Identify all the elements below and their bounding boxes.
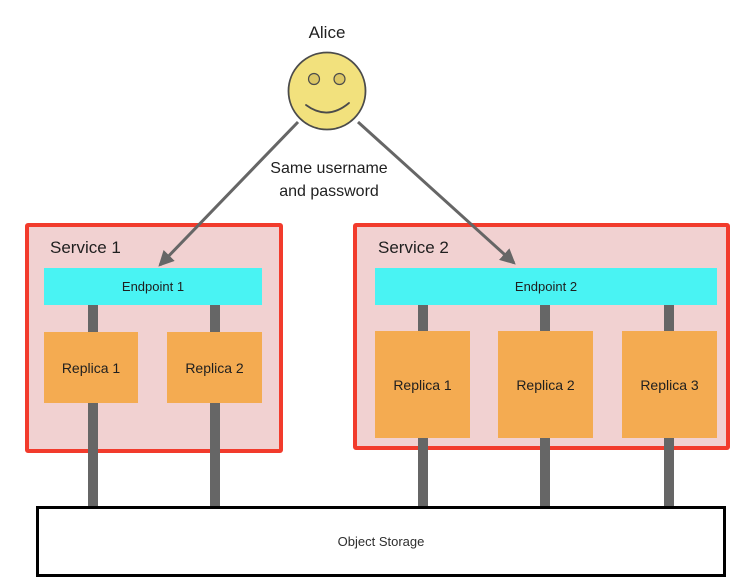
- endpoint-1-box: Endpoint 1: [44, 268, 262, 305]
- connector-bar: [664, 436, 674, 508]
- replica-label: Replica 3: [640, 376, 699, 393]
- service-1-title: Service 1: [50, 238, 121, 257]
- annotation-same-credentials: Same username and password: [229, 157, 429, 203]
- service-2-title: Service 2: [378, 238, 449, 257]
- replica-label: Replica 2: [185, 359, 244, 376]
- endpoint-1-label: Endpoint 1: [121, 279, 185, 294]
- replica-label: Replica 2: [516, 376, 575, 393]
- replica-label: Replica 1: [393, 376, 452, 393]
- replica-label: Replica 1: [61, 359, 121, 376]
- connector-bar: [418, 436, 428, 508]
- connector-bar: [210, 401, 220, 508]
- annotation-line-1: Same username: [270, 160, 388, 177]
- connector-bar: [664, 304, 674, 333]
- connector-bar: [418, 304, 428, 333]
- endpoint-2-box: Endpoint 2: [375, 268, 717, 305]
- connector-bar: [88, 304, 98, 334]
- object-storage-box: Object Storage: [36, 506, 726, 577]
- connector-bar: [540, 436, 550, 508]
- service-1-replica-2-box: Replica 2: [167, 332, 262, 403]
- actor-name-label: Alice: [308, 23, 346, 42]
- service-2-replica-1-box: Replica 1: [375, 331, 470, 438]
- smiley-face-icon: [287, 51, 367, 131]
- service-2-replica-2-box: Replica 2: [498, 331, 593, 438]
- endpoint-2-label: Endpoint 2: [514, 279, 578, 294]
- connector-bar: [210, 304, 220, 334]
- object-storage-label: Object Storage: [337, 534, 425, 549]
- annotation-line-2: and password: [279, 183, 379, 200]
- connector-bar: [88, 401, 98, 508]
- service-2-replica-3-box: Replica 3: [622, 331, 717, 438]
- connector-bar: [540, 304, 550, 333]
- service-1-replica-1-box: Replica 1: [44, 332, 138, 403]
